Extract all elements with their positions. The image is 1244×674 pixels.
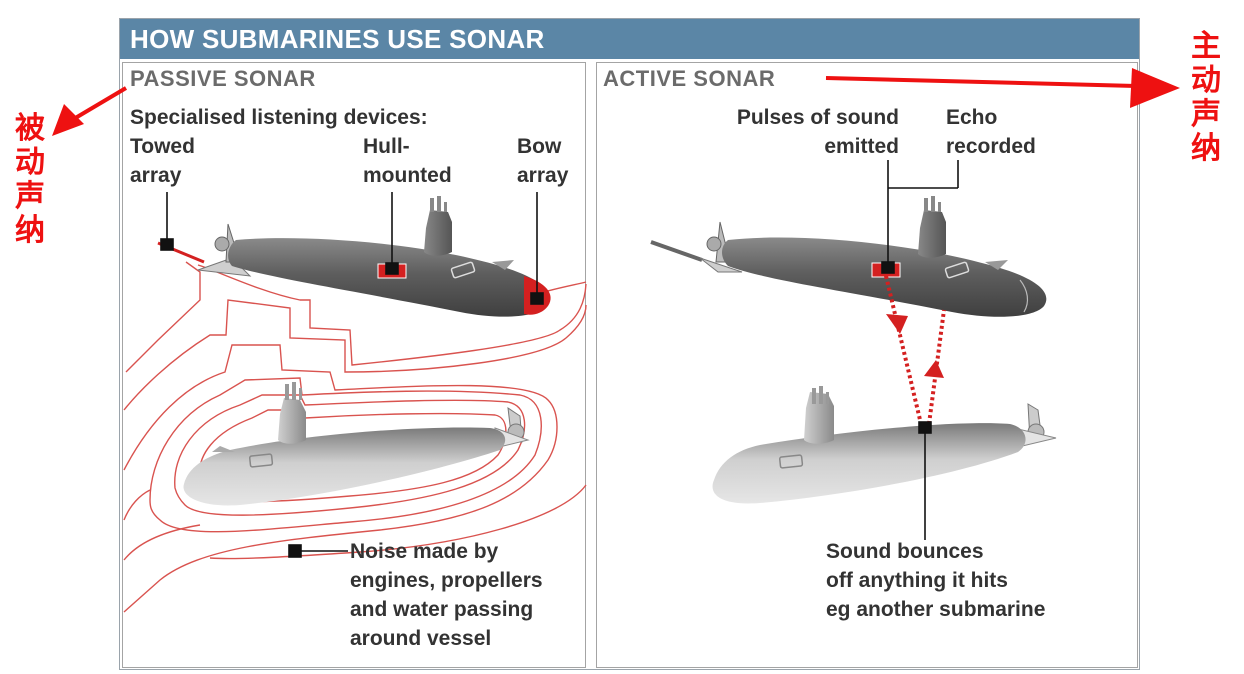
echo-label: Echo recorded <box>946 103 1036 161</box>
active-cn-char-2: 动 <box>1191 63 1221 98</box>
echo-label-line1: Echo <box>946 106 998 129</box>
echo-arrow-up <box>924 360 944 378</box>
pulse-arrow-down <box>886 314 908 334</box>
banner-title: HOW SUBMARINES USE SONAR <box>120 19 1139 59</box>
passive-light-submarine <box>183 382 530 506</box>
bow-label-line2: array <box>517 164 569 187</box>
bow-label-line1: Bow <box>517 135 562 158</box>
passive-dark-submarine <box>157 196 551 317</box>
pulses-label-line1: Pulses of sound <box>736 106 899 129</box>
bounce-line-1: Sound bounces <box>826 540 984 563</box>
passive-sonar-title: PASSIVE SONAR <box>130 66 316 91</box>
hull-mounted-label: Hull- mounted <box>363 132 452 190</box>
active-cn-char-4: 纳 <box>1191 131 1221 166</box>
noise-line-3: and water passing <box>350 598 534 621</box>
passive-subtitle: Specialised listening devices: <box>130 106 428 129</box>
active-sonar-cn-annotation: 主 动 声 纳 <box>1188 30 1224 166</box>
annotation-arrows <box>52 68 1180 136</box>
active-dark-submarine <box>650 196 1047 317</box>
towed-array-label: Towed array <box>130 132 195 190</box>
towed-label-line1: Towed <box>130 135 195 158</box>
bow-array-label: Bow array <box>517 132 568 190</box>
hull-label-line2: mounted <box>363 164 452 187</box>
active-cn-char-1: 主 <box>1191 29 1221 64</box>
noise-line-4: around vessel <box>350 627 492 650</box>
echo-label-line2: recorded <box>946 135 1036 158</box>
bounce-line-3: eg another submarine <box>826 598 1046 621</box>
noise-line-1: Noise made by <box>350 540 499 563</box>
active-sonar-panel <box>596 62 1138 668</box>
passive-cn-char-1: 被 <box>15 111 45 146</box>
hull-label-line1: Hull- <box>363 135 410 158</box>
passive-annotation-arrowhead <box>52 104 84 136</box>
sound-pulse-paths <box>884 275 946 425</box>
noise-line-2: engines, propellers <box>350 569 543 592</box>
passive-pointers <box>160 192 544 558</box>
active-light-submarine <box>712 386 1057 504</box>
active-pointers <box>881 160 959 540</box>
noise-label: Noise made by engines, propellers and wa… <box>350 537 543 653</box>
passive-cn-char-2: 动 <box>15 145 45 180</box>
active-annotation-arrowhead <box>1130 68 1180 108</box>
noise-contours <box>123 261 587 613</box>
passive-sonar-cn-annotation: 被 动 声 纳 <box>12 112 48 248</box>
infographic-frame <box>119 18 1140 670</box>
active-cn-char-3: 声 <box>1191 97 1221 132</box>
active-sonar-title: ACTIVE SONAR <box>603 66 776 91</box>
bounce-line-2: off anything it hits <box>826 569 1008 592</box>
passive-cn-char-4: 纳 <box>15 213 45 248</box>
passive-sonar-panel <box>122 62 586 668</box>
towed-label-line2: array <box>130 164 182 187</box>
pulses-label: Pulses of sound emitted <box>711 103 899 161</box>
pulses-label-line2: emitted <box>824 135 899 158</box>
bounce-label: Sound bounces off anything it hits eg an… <box>826 537 1045 624</box>
passive-cn-char-3: 声 <box>15 179 45 214</box>
